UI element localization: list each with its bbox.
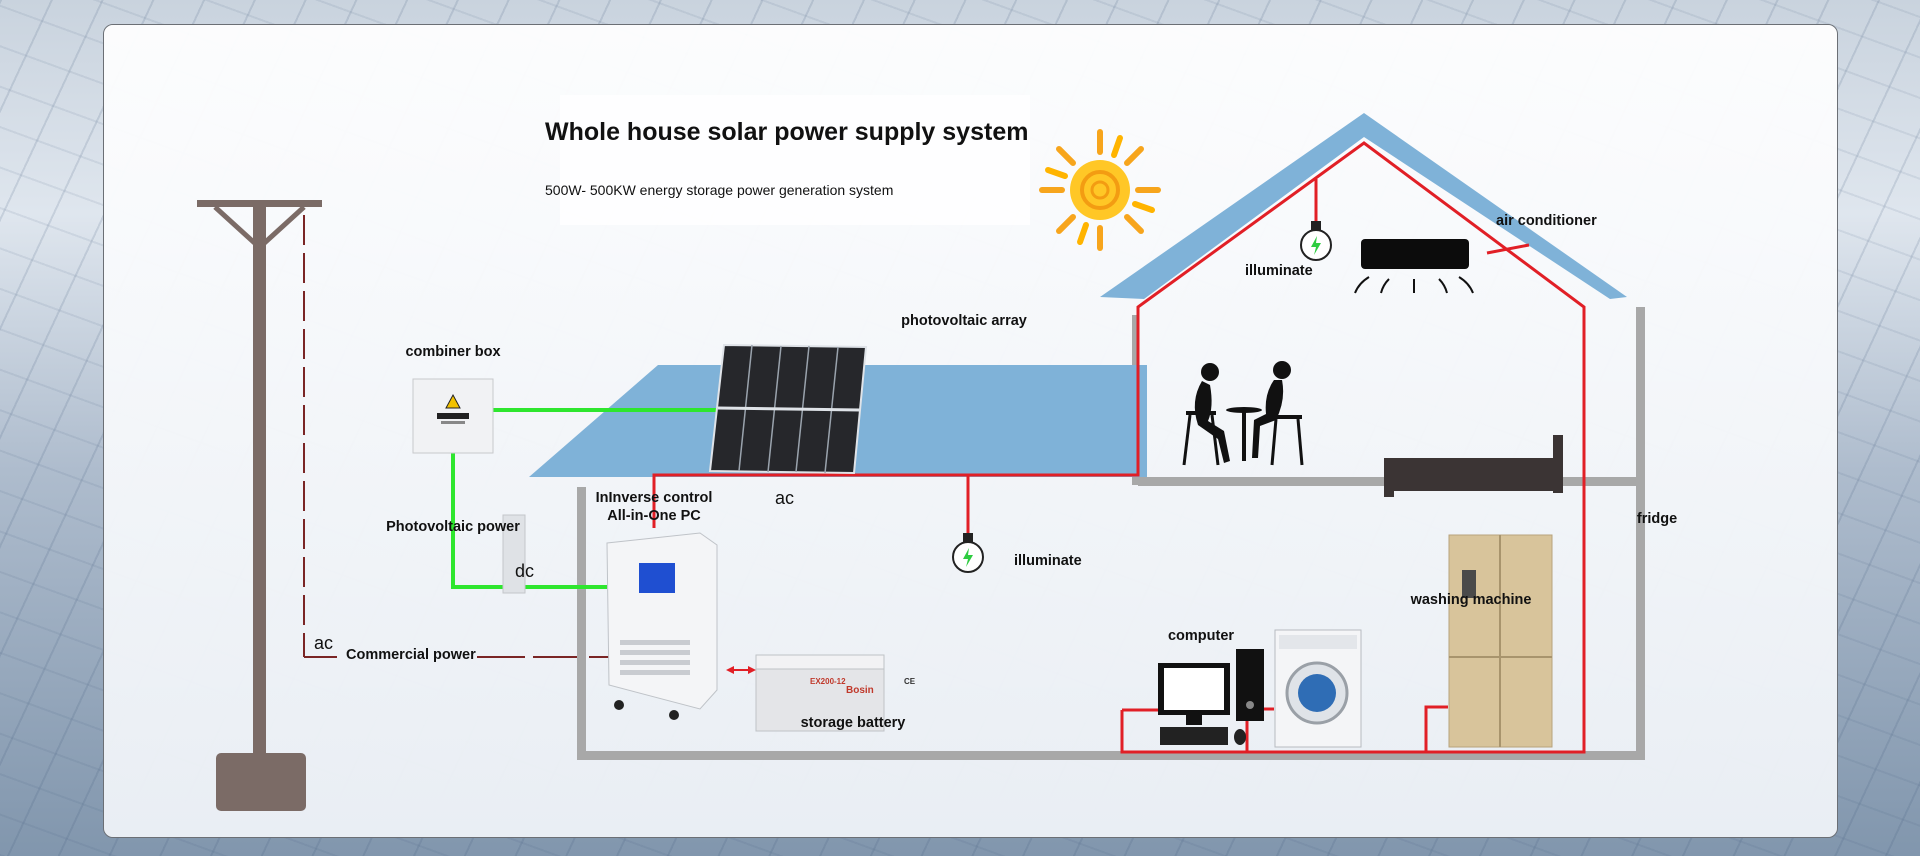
photovoltaic-power-label: Photovoltaic power bbox=[386, 519, 520, 535]
computer-icon bbox=[1158, 649, 1264, 745]
diagram-card: Whole house solar power supply system 50… bbox=[103, 24, 1838, 838]
inverter-label-line2: All-in-One PC bbox=[607, 508, 701, 524]
battery-model-text: EX200-12 bbox=[810, 677, 846, 686]
air-conditioner-label: air conditioner bbox=[1496, 213, 1597, 229]
utility-pole-icon bbox=[197, 200, 322, 811]
meter-box bbox=[502, 514, 526, 594]
page-subtitle: 500W- 500KW energy storage power generat… bbox=[545, 182, 894, 198]
combiner-box-icon bbox=[412, 378, 494, 454]
commercial-power-label: Commercial power bbox=[346, 647, 476, 663]
battery-brand-text: Bosin bbox=[846, 685, 874, 696]
light-bulb-icon bbox=[1300, 221, 1332, 261]
ac-roof-label: ac bbox=[775, 488, 795, 508]
photovoltaic-array-label: photovoltaic array bbox=[901, 313, 1027, 329]
upper-roof bbox=[1100, 113, 1627, 299]
fridge-label: fridge bbox=[1636, 511, 1678, 527]
ac-pole-label: ac bbox=[314, 633, 334, 653]
air-conditioner-icon bbox=[1354, 239, 1474, 294]
washing-machine-icon bbox=[1274, 629, 1362, 748]
washing-machine-label: washing machine bbox=[1410, 592, 1532, 608]
bed-icon bbox=[1384, 435, 1563, 497]
dc-label: dc bbox=[515, 561, 535, 581]
storage-battery-icon bbox=[755, 654, 885, 732]
page-title: Whole house solar power supply system bbox=[545, 118, 1029, 146]
inverter-icon bbox=[606, 532, 718, 720]
people-dining-icon bbox=[1182, 361, 1304, 466]
sun-icon bbox=[1039, 129, 1161, 251]
title-box bbox=[560, 95, 1030, 225]
inverter-label-line1: InInverse control bbox=[595, 490, 713, 506]
illuminate-upper-label: illuminate bbox=[1245, 263, 1313, 279]
illuminate-lower-label: illuminate bbox=[1014, 553, 1082, 569]
photovoltaic-array-icon bbox=[708, 343, 868, 475]
solar-system-diagram bbox=[197, 113, 1645, 811]
combiner-box-label: combiner box bbox=[405, 344, 501, 360]
light-bulb-icon bbox=[952, 533, 984, 573]
computer-label: computer bbox=[1167, 628, 1235, 644]
ac-wiring bbox=[652, 141, 1586, 754]
fridge-icon bbox=[1448, 534, 1553, 748]
battery-marks-text: CE bbox=[904, 677, 916, 686]
storage-battery-label: storage battery bbox=[800, 715, 906, 731]
